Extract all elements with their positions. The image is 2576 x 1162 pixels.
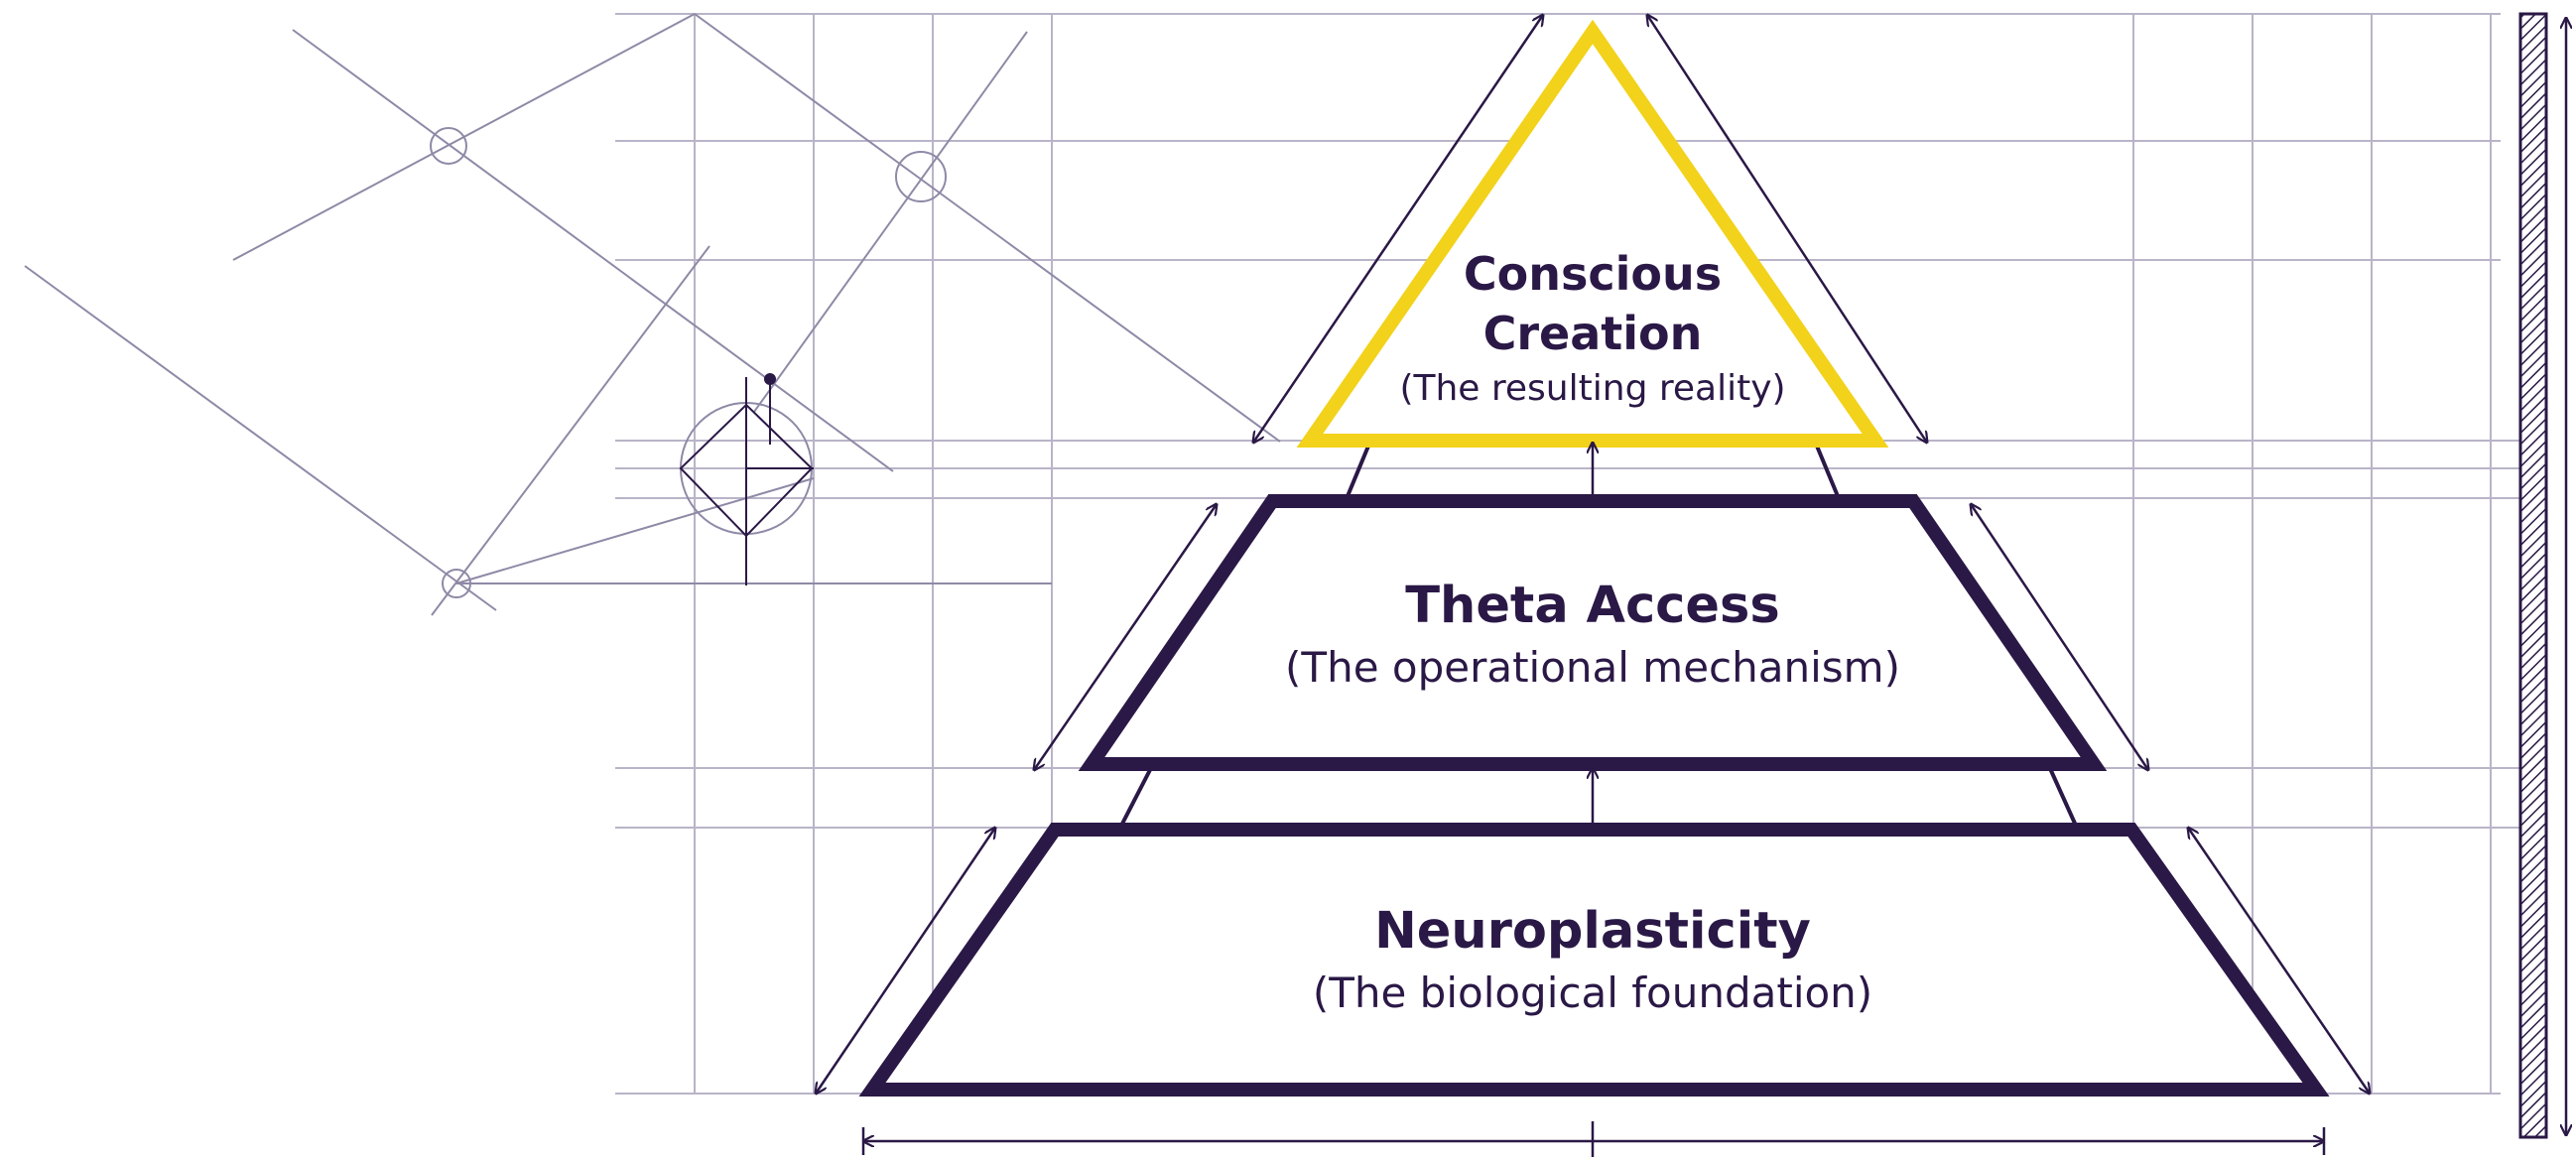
connector-line xyxy=(2046,763,2078,827)
level-top-title-line-1: Conscious xyxy=(1463,247,1723,301)
dimension-arrow xyxy=(2188,828,2370,1094)
construction-line xyxy=(24,265,497,611)
construction-line xyxy=(694,13,1281,443)
level-bottom-label: Neuroplasticity (The biological foundati… xyxy=(1313,899,1872,1022)
dimension-arrow xyxy=(1647,15,1927,443)
dimension-arrows xyxy=(816,15,2566,1157)
level-top-title-line-2: Creation xyxy=(1482,307,1703,360)
construction-node xyxy=(442,569,471,598)
hatched-scale-bar xyxy=(2518,12,2548,1139)
construction-line xyxy=(455,477,815,584)
construction-sketch xyxy=(24,13,1281,616)
connector-line xyxy=(1119,763,1155,827)
level-bottom-title: Neuroplasticity xyxy=(1374,902,1811,961)
construction-line xyxy=(431,245,710,616)
level-middle-title: Theta Access xyxy=(1405,577,1780,635)
pyramid-connectors xyxy=(1119,443,2078,827)
connector-line xyxy=(1346,443,1371,497)
dimension-arrow xyxy=(1971,504,2148,770)
dimension-arrow xyxy=(1034,504,1217,770)
dimension-arrow xyxy=(1253,15,1543,443)
construction-line xyxy=(292,29,894,472)
construction-line xyxy=(753,31,1028,413)
level-middle-label: Theta Access (The operational mechanism) xyxy=(1285,574,1900,697)
construction-node xyxy=(430,127,467,165)
level-bottom-subtitle: (The biological foundation) xyxy=(1312,968,1873,1017)
construction-node xyxy=(895,151,947,202)
level-top-label: Conscious Creation (The resulting realit… xyxy=(1399,244,1785,415)
level-top-subtitle: (The resulting reality) xyxy=(1399,368,1786,409)
dimension-arrow xyxy=(816,828,995,1094)
construction-dot xyxy=(764,373,776,385)
level-middle-subtitle: (The operational mechanism) xyxy=(1285,643,1900,692)
connector-line xyxy=(1814,443,1840,497)
